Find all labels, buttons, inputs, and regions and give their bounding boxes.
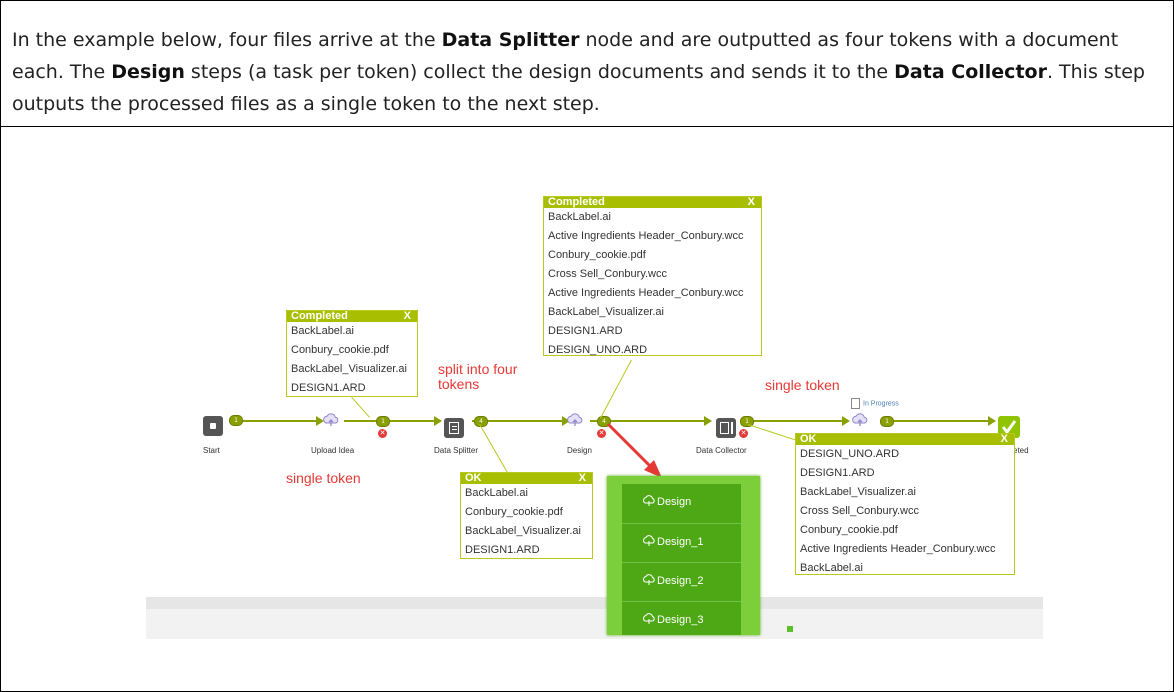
- arrow-start-upload: [316, 416, 324, 426]
- error-icon-design[interactable]: ✕: [597, 429, 606, 438]
- red-arrow: [606, 422, 662, 478]
- error-icon-upload[interactable]: ✕: [378, 429, 387, 438]
- file-item: Cross Sell_Conbury.wcc: [800, 505, 920, 517]
- arrow-collector-next: [842, 416, 850, 426]
- file-item: BackLabel.ai: [291, 325, 354, 337]
- end-label: eted: [1013, 446, 1029, 455]
- cloud-icon: [643, 574, 655, 585]
- file-item: Conbury_cookie.pdf: [291, 344, 389, 356]
- file-item: BackLabel_Visualizer.ai: [548, 306, 664, 318]
- file-item: BackLabel.ai: [800, 562, 863, 574]
- document-icon: [851, 398, 860, 409]
- cloud-icon-design[interactable]: [566, 412, 584, 428]
- status-dot: [787, 626, 793, 632]
- wire-start-upload: [230, 420, 322, 422]
- file-item: Active Ingredients Header_Conbury.wcc: [800, 543, 996, 555]
- collector-label: Data Collector: [696, 446, 747, 455]
- file-item: DESIGN_UNO.ARD: [548, 344, 648, 356]
- wire-next-end: [880, 420, 992, 422]
- data-collector-node[interactable]: [716, 418, 736, 438]
- file-item: DESIGN1.ARD: [548, 325, 623, 337]
- design-task-list: Design Design_1 Design_2 Design_3: [607, 476, 760, 635]
- file-item: Cross Sell_Conbury.wcc: [548, 268, 668, 280]
- file-item: Active Ingredients Header_Conbury.wcc: [548, 287, 744, 299]
- token-start[interactable]: 1: [229, 415, 243, 426]
- file-item: DESIGN1.ARD: [800, 467, 875, 479]
- cloud-icon-next[interactable]: [851, 412, 869, 428]
- upload-label: Upload Idea: [311, 446, 355, 455]
- arrow-design-collector: [704, 416, 712, 426]
- splitter-label: Data Splitter: [434, 446, 479, 455]
- token-design[interactable]: 4: [597, 416, 611, 427]
- arrow-next-end: [988, 416, 996, 426]
- file-item: BackLabel.ai: [548, 211, 611, 223]
- design-term: Design: [111, 61, 185, 83]
- design-task-item[interactable]: Design: [622, 484, 741, 523]
- design-task-item[interactable]: Design_1: [622, 523, 741, 562]
- file-item: Conbury_cookie.pdf: [800, 524, 898, 536]
- design-task-item[interactable]: Design_2: [622, 562, 741, 601]
- collector-node-icon: [720, 422, 729, 434]
- error-icon-collector[interactable]: ✕: [739, 429, 748, 438]
- file-item: Conbury_cookie.pdf: [465, 506, 563, 518]
- annotation-single-token-1: single token: [286, 470, 361, 486]
- file-item: BackLabel_Visualizer.ai: [800, 486, 916, 498]
- close-icon[interactable]: X: [747, 196, 755, 208]
- wire-collector-next: [740, 420, 846, 422]
- splitter-node-icon: [449, 422, 459, 434]
- start-node-icon: [210, 423, 216, 429]
- cloud-icon: [643, 495, 655, 506]
- file-item: DESIGN1.ARD: [465, 544, 540, 556]
- cloud-icon: [643, 535, 655, 546]
- data-collector-term: Data Collector: [894, 61, 1047, 83]
- file-item: Active Ingredients Header_Conbury.wcc: [548, 230, 744, 242]
- intro-paragraph: In the example below, four files arrive …: [12, 29, 1145, 115]
- end-node[interactable]: [998, 416, 1020, 438]
- close-icon[interactable]: X: [1000, 433, 1008, 445]
- canvas-scrollbar[interactable]: [146, 597, 1043, 609]
- start-label: Start: [203, 446, 220, 455]
- data-splitter-term: Data Splitter: [441, 29, 580, 51]
- file-item: Conbury_cookie.pdf: [548, 249, 646, 261]
- start-node[interactable]: [203, 416, 223, 436]
- file-item: BackLabel_Visualizer.ai: [465, 525, 581, 537]
- data-splitter-node[interactable]: [444, 418, 464, 438]
- cloud-icon-upload[interactable]: [322, 412, 340, 428]
- design-task-list-body: [622, 484, 741, 635]
- file-item: DESIGN_UNO.ARD: [800, 448, 900, 460]
- intro-separator: [0, 126, 1174, 127]
- wire-splitter-design: [472, 420, 566, 422]
- wire-design-collector: [590, 420, 708, 422]
- wire-upload-splitter: [344, 420, 438, 422]
- annotation-single-token-2: single token: [765, 377, 840, 393]
- arrow-splitter-design: [562, 416, 570, 426]
- file-item: DESIGN1.ARD: [291, 382, 366, 394]
- close-icon[interactable]: X: [403, 310, 411, 322]
- file-item: BackLabel.ai: [465, 487, 528, 499]
- arrow-upload-splitter: [434, 416, 442, 426]
- close-icon[interactable]: X: [578, 472, 586, 484]
- token-collector[interactable]: 1: [740, 416, 754, 427]
- cloud-icon: [643, 613, 655, 624]
- in-progress-status[interactable]: In Progress: [851, 398, 899, 409]
- token-upload[interactable]: 1: [376, 416, 390, 427]
- design-task-item[interactable]: Design_3: [622, 601, 741, 635]
- check-icon: [1001, 420, 1017, 435]
- design-label: Design: [567, 446, 592, 455]
- token-next[interactable]: 1: [880, 416, 894, 427]
- file-item: BackLabel_Visualizer.ai: [291, 363, 407, 375]
